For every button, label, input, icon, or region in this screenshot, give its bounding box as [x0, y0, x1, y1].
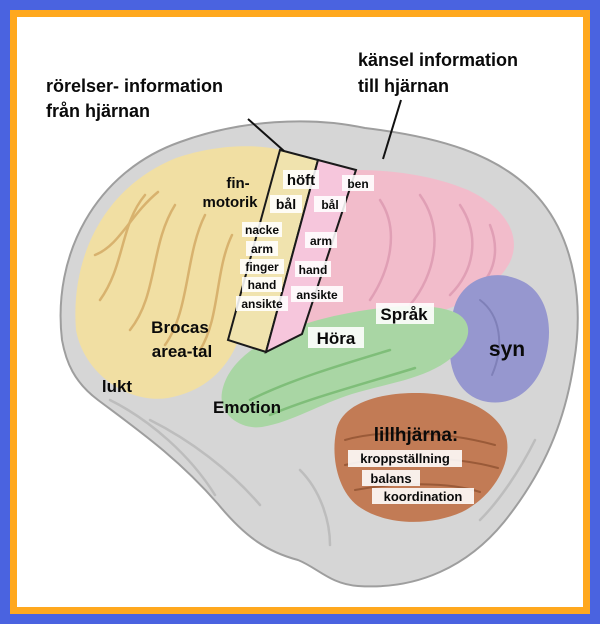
temporal-gyri: [268, 366, 417, 417]
sprak-label: Språk: [380, 305, 428, 324]
hora-label: Höra: [317, 329, 356, 348]
parietal-lobe-region: [302, 170, 514, 334]
lukt-label: lukt: [102, 377, 133, 396]
finger-highlight: [240, 259, 284, 274]
temporal-gyri: [248, 348, 392, 402]
ansikte-sensory-highlight: [291, 286, 343, 302]
kroppstallning-label: kroppställning: [360, 451, 450, 466]
parietal-gyri: [448, 203, 474, 297]
gray-gyri: [298, 468, 332, 547]
sensory-info-label-line1: känsel information: [358, 50, 518, 70]
frontal-gyri: [198, 233, 234, 352]
sprak-highlight: [376, 303, 434, 324]
fin-motorik-label-line1: fin-: [226, 175, 249, 192]
kroppstallning-highlight: [348, 450, 462, 467]
bal-motor-highlight: [270, 195, 302, 213]
cerebellum-folds: [344, 432, 496, 446]
hand-motor-highlight: [242, 277, 282, 292]
occipital-gyri: [479, 299, 501, 376]
arm-sensory-label: arm: [310, 234, 332, 248]
bal-sensory-label: bål: [321, 198, 338, 212]
ansikte-motor-label: ansikte: [241, 297, 283, 311]
ansikte-motor-highlight: [236, 296, 288, 311]
gray-gyri: [478, 438, 537, 522]
brocas-label-line1: Brocas: [151, 318, 209, 337]
ben-highlight: [342, 175, 374, 191]
fin-motorik-label-line2: motorik: [202, 194, 258, 211]
koordination-highlight: [372, 488, 474, 504]
bal-motor-label: bål: [276, 196, 296, 212]
hoft-label: höft: [287, 172, 315, 189]
balans-highlight: [362, 470, 420, 486]
frontal-gyri: [163, 213, 207, 347]
hand-motor-label: hand: [248, 278, 277, 292]
arm-motor-label: arm: [251, 242, 273, 256]
parietal-gyri: [368, 198, 393, 302]
motor-info-label-line2: från hjärnan: [46, 101, 150, 121]
bal-sensory-highlight: [314, 196, 346, 212]
brocas-label-line2: area-tal: [152, 342, 212, 361]
motor-info-label-line1: rörelser- information: [46, 76, 223, 96]
balans-label: balans: [370, 471, 411, 486]
hora-highlight: [308, 327, 364, 348]
gray-gyri: [108, 398, 217, 497]
frontal-gyri: [98, 193, 147, 302]
nacke-label: nacke: [245, 223, 279, 237]
hand-sensory-highlight: [295, 261, 331, 277]
emotion-label: Emotion: [213, 398, 281, 417]
finger-label: finger: [245, 260, 279, 274]
koordination-label: koordination: [384, 489, 463, 504]
ben-label: ben: [347, 177, 368, 191]
nacke-highlight: [242, 222, 282, 237]
motor-pointer-line: [247, 118, 285, 152]
frontal-gyri: [128, 203, 177, 332]
parietal-gyri: [408, 193, 436, 307]
cerebellum-title-label: lillhjärna:: [374, 425, 458, 446]
gray-gyri: [148, 418, 262, 507]
arm-motor-highlight: [246, 241, 278, 256]
frontal-gyri: [93, 190, 160, 257]
hand-sensory-label: hand: [299, 263, 328, 277]
syn-label: syn: [489, 338, 525, 361]
arm-sensory-highlight: [305, 232, 337, 248]
sensory-info-label-line2: till hjärnan: [358, 76, 449, 96]
sensory-pointer-line: [382, 99, 402, 160]
ansikte-sensory-label: ansikte: [296, 288, 338, 302]
hoft-highlight: [283, 170, 319, 189]
